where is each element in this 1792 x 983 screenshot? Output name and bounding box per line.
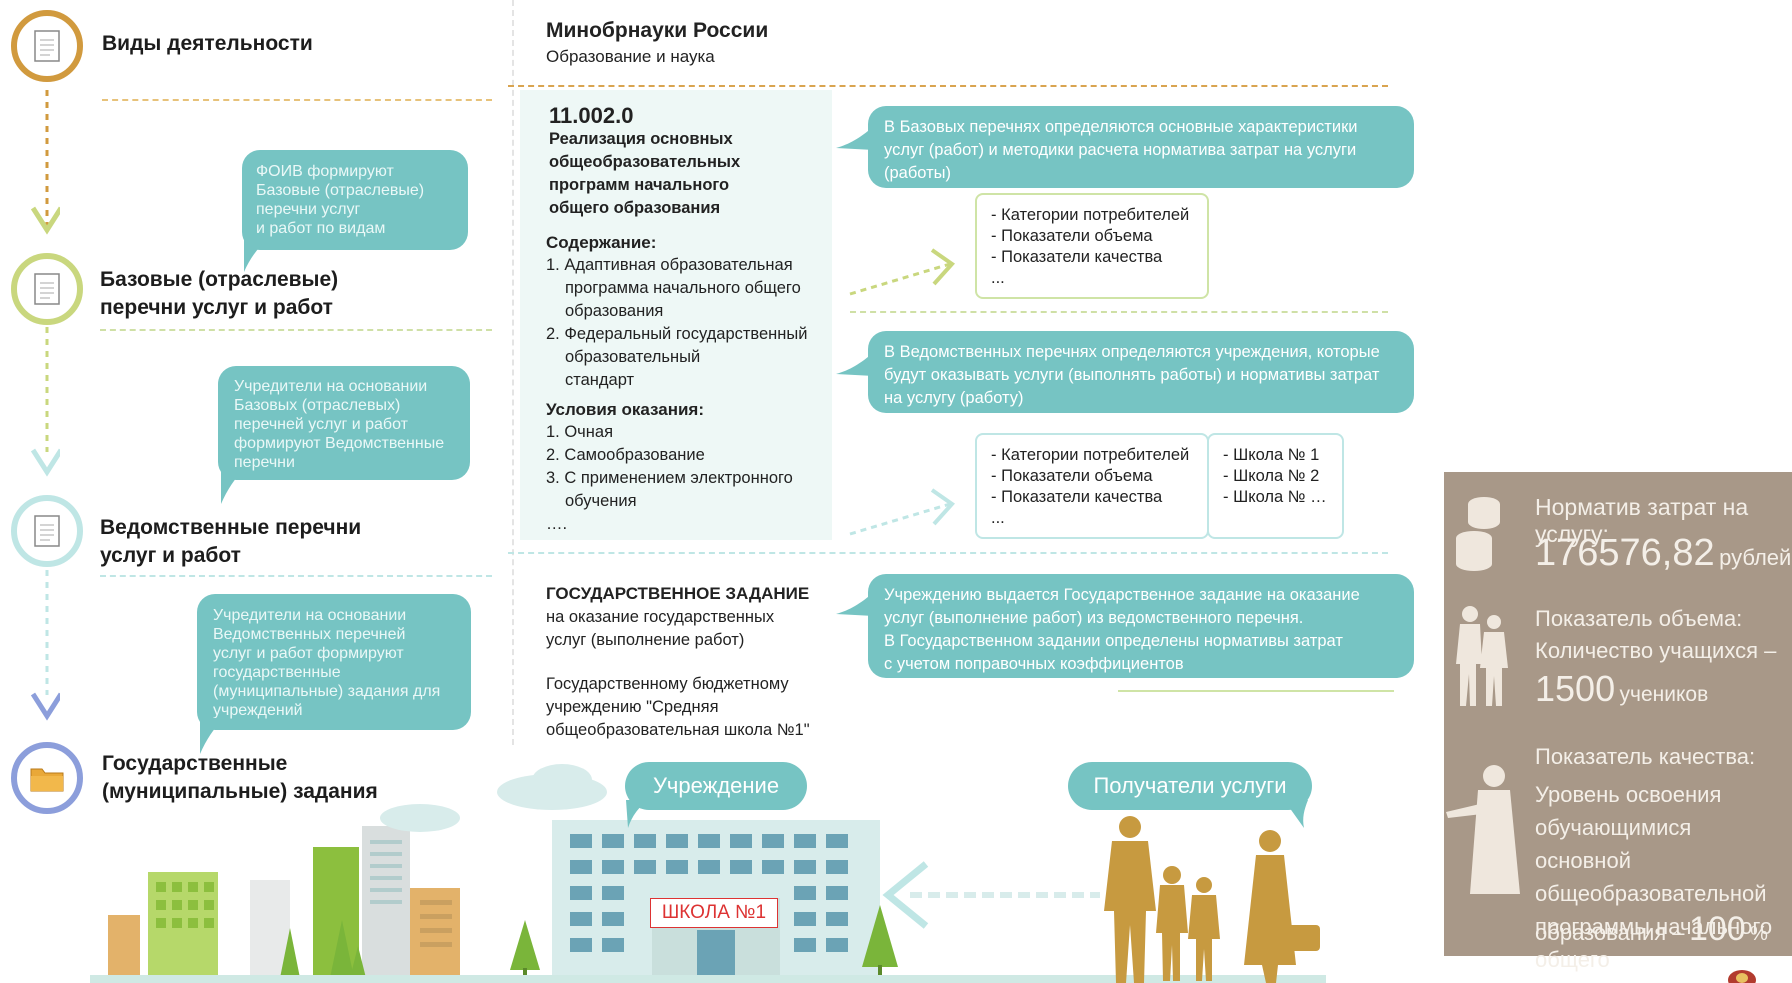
city-illustration — [90, 804, 510, 983]
left-bubble-foiv: ФОИВ формируют Базовые (отраслевые) пере… — [242, 150, 468, 250]
volume-label: Показатель объема: — [1535, 606, 1743, 631]
emblem-icon — [1728, 970, 1756, 983]
divider — [102, 99, 492, 101]
stage-title-gov-tasks: Государственные (муниципальные) задания — [102, 752, 378, 803]
divider — [100, 329, 492, 331]
institution-label: Учреждение — [625, 762, 807, 810]
left-bubble-founders-department: Учредители на основании Базовых (отрасле… — [218, 366, 470, 480]
teacher-icon — [1446, 765, 1520, 894]
tree-icon — [862, 905, 898, 983]
ministry-title: Минобрнауки России — [546, 19, 769, 42]
quality-label: Показатель качества: — [1535, 744, 1756, 769]
schools-box: - Школа № 1 - Школа № 2 - Школа № … — [1207, 433, 1344, 539]
right-bubble-department-lists: В Ведомственных перечнях определяются уч… — [868, 331, 1414, 413]
ministry-subtitle: Образование и наука — [546, 47, 715, 66]
bubble-tail — [1284, 800, 1308, 828]
bubble-tail — [221, 468, 245, 504]
service-panel — [520, 90, 832, 540]
bubble-tail — [244, 238, 268, 272]
bubble-tail — [200, 718, 224, 754]
school-sign: ШКОЛА №1 — [650, 898, 778, 928]
gov-task-subtitle: на оказание государственных услуг (выпол… — [546, 608, 775, 649]
quality-unit: % — [1750, 923, 1768, 945]
stage-title-base-lists: Базовые (отраслевые) перечни услуг и раб… — [100, 268, 339, 319]
volume-unit: учеников — [1619, 683, 1709, 706]
indicator-box-department: - Категории потребителей - Показатели об… — [975, 433, 1209, 539]
divider — [508, 85, 1388, 87]
cloud-icon — [497, 764, 607, 810]
norm-value: 176576,82 — [1535, 532, 1715, 574]
service-code: 11.002.0 — [549, 103, 634, 128]
indicator-box-base: - Категории потребителей - Показатели об… — [975, 193, 1209, 299]
divider — [1118, 690, 1394, 692]
document-icon — [34, 515, 60, 547]
quality-last-line: образования – — [1535, 920, 1685, 945]
norm-value-row: 176576,82 рублей — [1535, 532, 1791, 575]
arrow-right-icon — [849, 488, 955, 536]
gov-task-title: ГОСУДАРСТВЕННОЕ ЗАДАНИЕ — [546, 584, 810, 603]
students-icon — [1456, 606, 1508, 706]
conditions-heading: Условия оказания: — [546, 400, 704, 419]
volume-subtitle: Количество учащихся – — [1535, 638, 1777, 663]
divider — [100, 575, 492, 577]
stage-title-activities: Виды деятельности — [102, 32, 313, 55]
norm-label: Норматив затрат на услугу: — [1535, 494, 1749, 547]
volume-value-row: 1500 учеников — [1535, 668, 1708, 710]
quality-value-row: образования – 100 % — [1535, 910, 1768, 949]
arrow-left-icon — [882, 861, 1100, 929]
bubble-tail — [626, 800, 648, 828]
coins-icon — [1456, 497, 1500, 571]
norm-unit: рублей — [1719, 545, 1792, 570]
gov-task-recipient: Государственному бюджетному учреждению "… — [546, 675, 810, 739]
stage-icon-circle — [11, 253, 83, 325]
recipients-label: Получатели услуги — [1068, 762, 1312, 810]
service-name: Реализация основных общеобразовательных … — [549, 130, 741, 217]
document-icon — [34, 30, 60, 62]
conditions-list: 1. Очная 2. Самообразование 3. С примене… — [546, 423, 793, 533]
right-bubble-base-lists: В Базовых перечнях определяются основные… — [868, 106, 1414, 188]
left-bubble-founders-tasks: Учредители на основании Ведомственных пе… — [197, 594, 471, 730]
stage-icon-circle — [11, 495, 83, 567]
quality-description: Уровень освоения обучающимися основной о… — [1535, 782, 1773, 972]
timeline-connector — [30, 90, 60, 721]
document-icon — [34, 273, 60, 305]
column-separator — [512, 0, 514, 745]
tree-icon — [510, 920, 540, 983]
volume-value: 1500 — [1535, 668, 1616, 709]
right-bubble-gov-task: Учреждению выдается Государственное зада… — [868, 574, 1414, 678]
bubble-tail — [836, 352, 874, 376]
ground — [90, 975, 1326, 983]
quality-value: 100 — [1688, 910, 1746, 948]
folder-icon — [30, 768, 64, 792]
divider — [850, 311, 1388, 313]
divider — [508, 552, 1388, 554]
content-heading: Содержание: — [546, 233, 657, 252]
arrow-right-icon — [849, 248, 955, 296]
stage-title-department-lists: Ведомственные перечни услуг и работ — [100, 516, 362, 567]
family-icon — [1104, 816, 1320, 983]
stage-icon-circle — [11, 10, 83, 82]
bubble-tail — [836, 592, 874, 616]
content-list: 1. Адаптивная образовательная программа … — [546, 256, 808, 389]
bubble-tail — [836, 126, 874, 150]
stage-icon-circle — [11, 742, 83, 814]
